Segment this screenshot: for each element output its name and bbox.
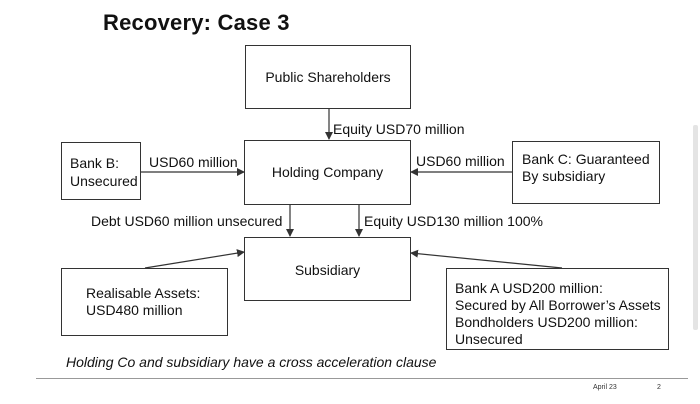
realisable-assets-line-1: Realisable Assets: xyxy=(86,285,201,301)
footer-divider xyxy=(36,378,688,379)
public-shareholders-box: Public Shareholders xyxy=(245,45,411,109)
realisable-assets-line-2: USD480 million xyxy=(86,302,183,318)
bank-c-line-1: Bank C: Guaranteed xyxy=(522,151,650,167)
bank-a-line-2: Secured by All Borrower’s Assets xyxy=(455,297,661,313)
bank-c-line-2: By subsidiary xyxy=(522,168,606,184)
page-number: 2 xyxy=(657,384,661,391)
slide-title: Recovery: Case 3 xyxy=(103,10,290,35)
bank-a-line-3: Bondholders USD200 million: xyxy=(455,314,638,330)
holding-company-label: Holding Company xyxy=(271,164,384,180)
bank-b-loan-label: USD60 million xyxy=(149,154,238,170)
bank-b-line-1: Bank B: xyxy=(70,155,120,171)
realisable-assets-box: Realisable Assets: USD480 million xyxy=(61,268,228,336)
debt-60-label: Debt USD60 million unsecured xyxy=(91,213,283,229)
equity-70-label: Equity USD70 million xyxy=(333,121,465,137)
arrow-assets-to-subsidiary xyxy=(144,249,245,269)
equity-130-label: Equity USD130 million 100% xyxy=(364,213,543,229)
bank-c-box: Bank C: Guaranteed By subsidiary xyxy=(512,141,660,204)
bank-b-line-2: Unsecured xyxy=(70,173,138,189)
arrow-banka-to-subsidiary xyxy=(410,249,563,269)
footer-date: April 23 xyxy=(593,384,617,391)
public-shareholders-label: Public Shareholders xyxy=(265,68,391,85)
bank-b-box: Bank B: Unsecured xyxy=(61,142,141,200)
holding-company-box: Holding Company xyxy=(244,140,411,205)
subsidiary-box: Subsidiary xyxy=(244,237,411,301)
bank-c-loan-label: USD60 million xyxy=(416,153,505,169)
bank-a-line-1: Bank A USD200 million: xyxy=(455,280,603,296)
bank-a-box: Bank A USD200 million: Secured by All Bo… xyxy=(446,268,669,350)
bank-a-line-4: Unsecured xyxy=(455,331,523,347)
cross-acceleration-note: Holding Co and subsidiary have a cross a… xyxy=(66,354,437,370)
scrollbar[interactable] xyxy=(693,125,698,330)
subsidiary-label: Subsidiary xyxy=(294,262,361,278)
